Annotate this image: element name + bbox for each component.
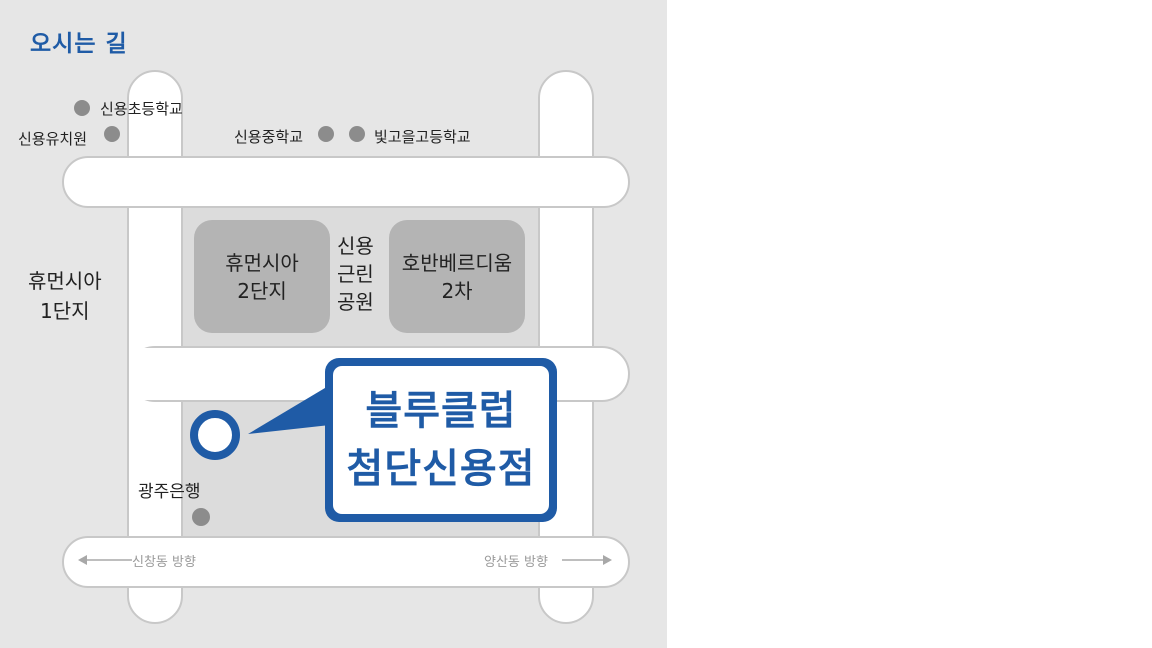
kindergarten-label: 신용유치원 <box>18 130 88 148</box>
store-callout: 블루클럽 첨단신용점 <box>325 358 557 522</box>
building-hoban-2: 호반베르디움 2차 <box>389 220 525 333</box>
arrow-right-icon <box>562 555 612 565</box>
park-label: 신용 근린 공원 <box>337 234 374 314</box>
callout-pointer <box>248 385 330 434</box>
arrow-left-icon <box>78 555 132 565</box>
map-panel: 오시는 길 휴먼시아 2단지 호반베르디움 2차 신용 근린 공원 휴먼시아 1… <box>0 0 667 648</box>
store-name-line2: 첨단신용점 <box>346 446 536 492</box>
store-callout-inner: 블루클럽 첨단신용점 <box>333 366 549 514</box>
intersection <box>540 158 592 206</box>
humensia-1-label: 휴먼시아 1단지 <box>28 269 102 323</box>
direction-left-label: 신창동 방향 <box>132 555 196 570</box>
building-humensia-2: 휴먼시아 2단지 <box>194 220 330 333</box>
building-label: 휴먼시아 2단지 <box>225 250 299 303</box>
store-name-line1: 블루클럽 <box>365 388 517 434</box>
intersection <box>129 158 181 206</box>
bank-label: 광주은행 <box>138 482 201 502</box>
middle-school-label: 신용중학교 <box>234 128 304 146</box>
intersection <box>129 348 181 400</box>
page-title: 오시는 길 <box>30 31 128 57</box>
poi-dot-bank <box>192 508 210 526</box>
poi-dot-kindergarten <box>104 126 120 142</box>
building-label: 호반베르디움 2차 <box>401 250 513 303</box>
poi-dot-elementary <box>74 100 90 116</box>
intersection <box>129 538 181 586</box>
elementary-school-label: 신용초등학교 <box>100 100 183 118</box>
intersection <box>540 538 592 586</box>
poi-dot-high <box>349 126 365 142</box>
high-school-label: 빛고을고등학교 <box>374 128 471 146</box>
store-location-marker <box>190 410 240 460</box>
direction-right-label: 양산동 방향 <box>484 555 548 570</box>
poi-dot-middle <box>318 126 334 142</box>
